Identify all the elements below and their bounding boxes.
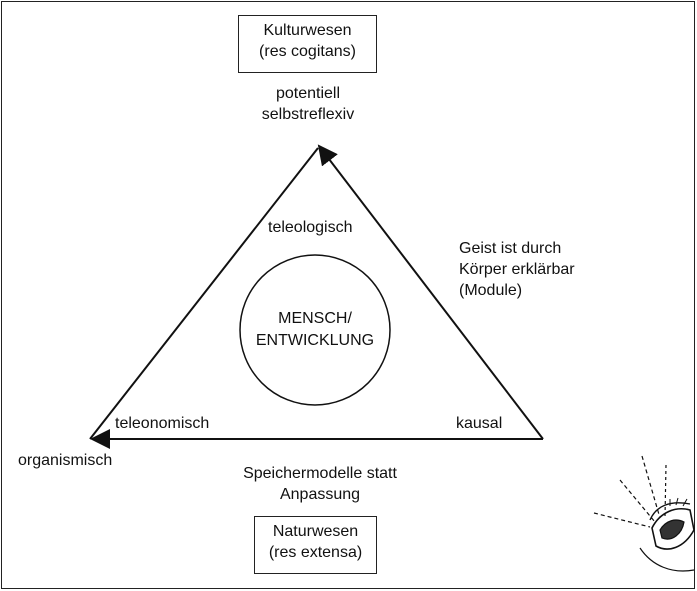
bottom-caption-line2: Anpassung xyxy=(279,486,361,503)
naturwesen-title: Naturwesen xyxy=(272,523,359,540)
kulturwesen-subtitle: (res cogitans) xyxy=(259,43,356,60)
right-caption-line3: (Module) xyxy=(459,282,523,299)
top-caption-line1: potentiell xyxy=(275,85,341,102)
edge-label-top: teleologisch xyxy=(268,219,353,236)
eye-sketch-icon xyxy=(593,455,695,572)
left-vertex-label: organismisch xyxy=(18,452,113,469)
right-caption-line2: Körper erklärbar xyxy=(459,261,575,278)
right-caption: Geist ist durch Körper erklärbar (Module… xyxy=(459,238,575,301)
center-label: MENSCH/ ENTWICKLUNG xyxy=(240,308,390,352)
bottom-caption-line1: Speichermodelle statt xyxy=(243,465,397,482)
edge-label-left: teleonomisch xyxy=(115,415,210,432)
kulturwesen-title: Kulturwesen xyxy=(263,22,352,39)
center-label-line2: ENTWICKLUNG xyxy=(255,332,375,349)
edge-right-arrow xyxy=(317,144,544,440)
top-caption: potentiell selbstreflexiv xyxy=(246,83,370,125)
bottom-caption: Speichermodelle statt Anpassung xyxy=(223,463,417,505)
edge-label-right: kausal xyxy=(456,415,503,432)
kulturwesen-box: Kulturwesen (res cogitans) xyxy=(238,15,377,73)
center-circle xyxy=(239,254,391,406)
naturwesen-subtitle: (res extensa) xyxy=(268,544,363,561)
top-caption-line2: selbstreflexiv xyxy=(261,106,355,123)
edge-left xyxy=(89,147,319,440)
naturwesen-box: Naturwesen (res extensa) xyxy=(254,516,377,574)
center-label-line1: MENSCH/ xyxy=(278,310,352,327)
right-caption-line1: Geist ist durch xyxy=(459,240,562,257)
